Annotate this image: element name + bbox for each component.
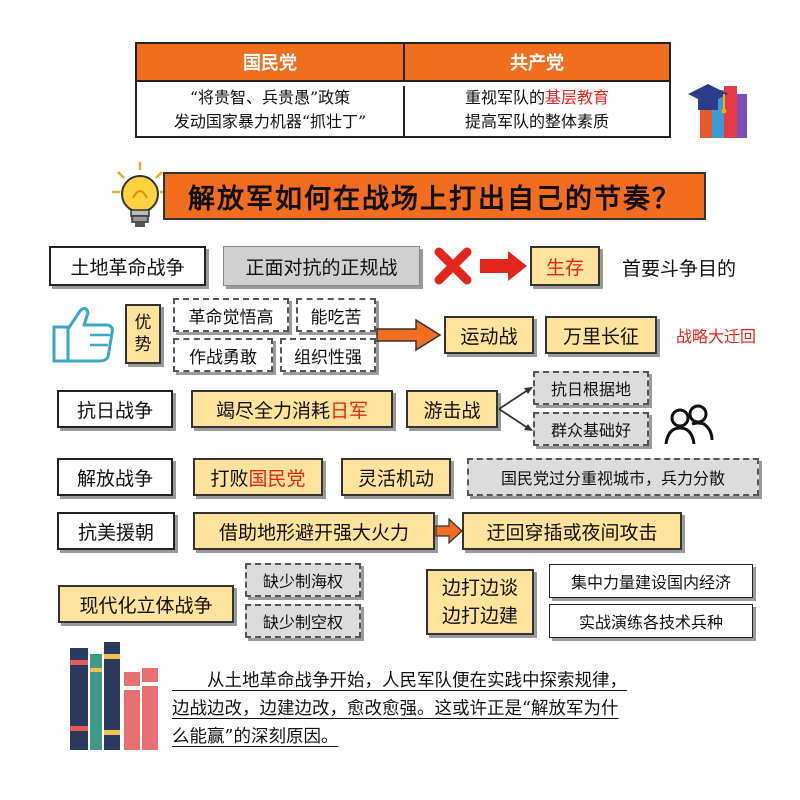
lack-air-control: 缺少制空权 bbox=[245, 604, 361, 638]
main-question-banner: 解放军如何在战场上打出自己的节奏？ bbox=[163, 172, 706, 220]
flexible-mobility: 灵活机动 bbox=[341, 458, 451, 496]
strategic-detour-label: 战略大迁回 bbox=[675, 327, 756, 346]
advantage-text: 优势 bbox=[134, 313, 152, 355]
lightbulb-icon bbox=[112, 162, 168, 227]
books-icon bbox=[70, 642, 158, 750]
train-arms: 实战演练各技术兵种 bbox=[549, 604, 753, 638]
cross-mark-icon bbox=[434, 247, 472, 285]
war-modern: 现代化立体战争 bbox=[58, 585, 234, 623]
cpc-emphasis: 基层教育 bbox=[545, 88, 610, 107]
war-korea: 抗美援朝 bbox=[57, 512, 175, 550]
summary-line-3: 么能赢”的深刻原因。 bbox=[172, 727, 339, 747]
primary-goal-label: 首要斗争目的 bbox=[621, 257, 736, 280]
war-land-revolution: 土地革命战争 bbox=[49, 246, 206, 286]
goal-consume-text: 竭尽全力消耗 bbox=[215, 399, 330, 422]
red-arrow-icon bbox=[480, 251, 527, 281]
tactic-terrain: 借助地形避开强大火力 bbox=[193, 512, 435, 550]
tactic-flanking-night: 迂回穿插或夜间攻击 bbox=[462, 512, 682, 550]
kmt-weakness-note: 国民党过分重视城市，兵力分散 bbox=[467, 458, 759, 496]
trait-bravery: 作战勇敢 bbox=[173, 338, 273, 372]
war-liberation: 解放战争 bbox=[57, 458, 173, 496]
fight-and-negotiate: 边打边谈 边打边建 bbox=[426, 569, 534, 635]
fight-negotiate-line-1: 边打边谈 bbox=[441, 577, 518, 599]
cpc-line-2: 提高军队的整体素质 bbox=[464, 112, 609, 131]
trait-awareness: 革命觉悟高 bbox=[173, 298, 289, 332]
goal-consume-japanese: 竭尽全力消耗日军 bbox=[191, 390, 393, 428]
war-anti-japanese: 抗日战争 bbox=[57, 390, 173, 428]
comparison-table: 国民党 共产党 “将贵智、兵贵愚”政策 发动国家暴力机器“抓壮丁” 重视军队的基… bbox=[135, 42, 671, 138]
anti-japanese-base: 抗日根据地 bbox=[533, 371, 649, 405]
summary-line-1: 从土地革命战争开始，人民军队便在实践中探索规律， bbox=[172, 671, 627, 691]
goal-consume-enemy: 日军 bbox=[330, 399, 369, 422]
guerrilla-warfare: 游击战 bbox=[406, 390, 498, 428]
cpc-policy: 重视军队的基层教育 提高军队的整体素质 bbox=[405, 86, 669, 136]
graduation-books-icon bbox=[688, 84, 747, 138]
goal-defeat-enemy: 国民党 bbox=[248, 467, 306, 490]
trait-organization: 组织性强 bbox=[280, 338, 376, 372]
people-icon bbox=[664, 404, 714, 445]
kmt-line-2: 发动国家暴力机器“抓壮丁” bbox=[173, 112, 367, 131]
cpc-line-1: 重视军队的基层教育 bbox=[464, 88, 610, 107]
result-survival: 生存 bbox=[530, 246, 600, 286]
build-economy: 集中力量建设国内经济 bbox=[549, 564, 753, 598]
mass-support: 群众基础好 bbox=[533, 412, 649, 446]
kmt-header: 国民党 bbox=[137, 44, 405, 82]
goal-defeat-kmt: 打败国民党 bbox=[193, 458, 323, 496]
orange-arrow-icon bbox=[376, 318, 442, 352]
advantage-label: 优势 bbox=[125, 304, 161, 364]
kmt-line-1: “将贵智、兵贵愚”政策 bbox=[189, 88, 351, 107]
kmt-policy: “将贵智、兵贵愚”政策 发动国家暴力机器“抓壮丁” bbox=[137, 86, 405, 136]
cpc-header: 共产党 bbox=[405, 44, 669, 82]
long-march: 万里长征 bbox=[545, 316, 657, 354]
goal-defeat-text: 打败 bbox=[210, 467, 249, 490]
summary-line-2: 边战边改，边建边改，愈改愈强。这或许正是“解放军为什 bbox=[172, 699, 619, 719]
small-orange-arrow-icon bbox=[435, 518, 463, 544]
lack-sea-control: 缺少制海权 bbox=[245, 563, 361, 597]
trait-endurance: 能吃苦 bbox=[296, 298, 376, 332]
summary-paragraph: 从土地革命战争开始，人民军队便在实践中探索规律， 边战边改，边建边改，愈改愈强。… bbox=[172, 668, 772, 758]
tactic-regular-war: 正面对抗的正规战 bbox=[223, 246, 420, 286]
thumbs-up-icon bbox=[52, 306, 114, 363]
mobile-warfare: 运动战 bbox=[444, 316, 534, 354]
branch-arrows-icon bbox=[498, 387, 533, 431]
fight-negotiate-line-2: 边打边建 bbox=[441, 605, 518, 627]
